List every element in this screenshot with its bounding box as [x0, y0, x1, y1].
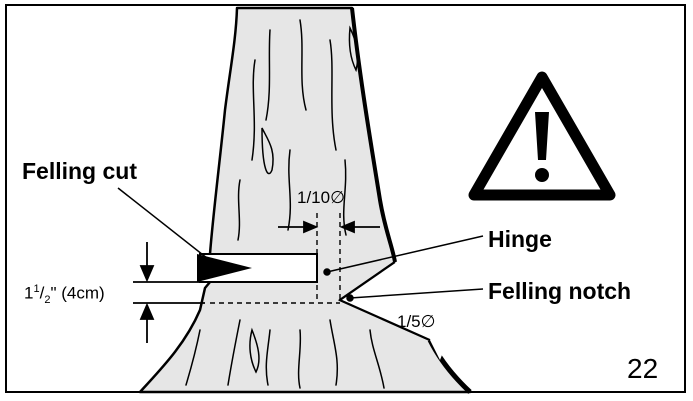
felling-cut-label: Felling cut [22, 158, 137, 184]
hinge-width-arrows [278, 220, 380, 234]
cut-height-label: 11/2" (4cm) [24, 283, 105, 307]
cut-height-markers [133, 242, 205, 343]
felling-notch-edges [337, 261, 431, 341]
dashed-guides [210, 213, 341, 304]
leader-lines [117, 187, 484, 302]
cut-height-numerator: 1 [33, 283, 40, 295]
hinge-label: Hinge [488, 226, 552, 252]
hinge-width-label: 1/10∅ [297, 188, 345, 207]
cut-height-whole: 1 [24, 283, 34, 303]
felling-notch-label: Felling notch [488, 278, 632, 304]
felling-notch-wedge [340, 260, 480, 360]
cut-height-rest: " (4cm) [50, 283, 105, 303]
notch-depth-label: 1/5∅ [397, 312, 436, 331]
warning-triangle-icon [468, 71, 616, 201]
bark-texture [185, 19, 385, 389]
figure-number: 22 [627, 353, 659, 384]
bark-edge-right [350, 7, 397, 263]
cut-height-denominator: 2 [44, 294, 51, 307]
